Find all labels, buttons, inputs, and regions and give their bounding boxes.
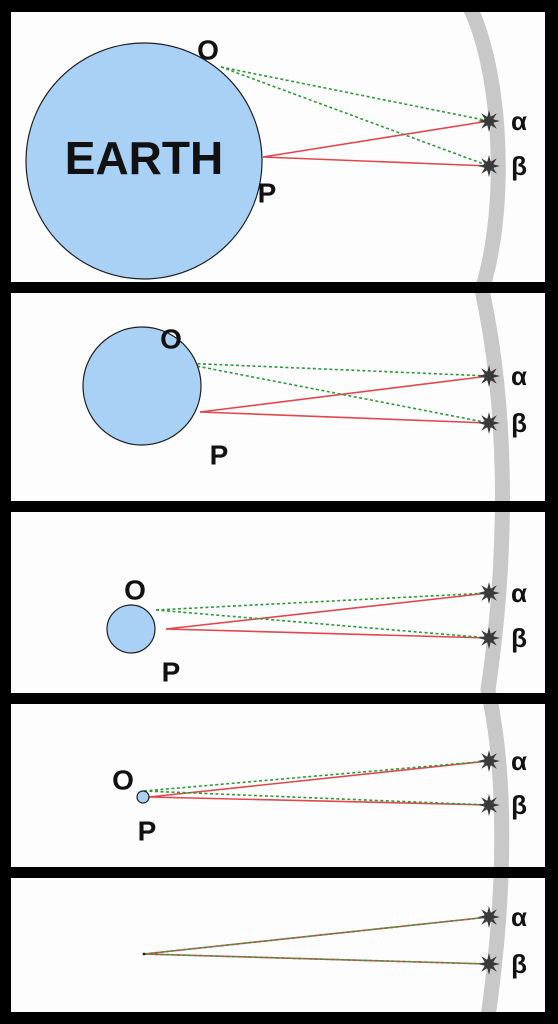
star-core	[484, 116, 494, 126]
star-core	[484, 588, 494, 598]
earth-label: EARTH	[65, 132, 223, 184]
sightline-P-to-beta	[199, 411, 490, 424]
star-alpha-label: α	[511, 578, 527, 608]
star-alpha-label: α	[511, 746, 527, 776]
star-alpha-label: α	[511, 106, 527, 136]
sightline-O-to-beta	[155, 609, 490, 639]
observer-P-label: P	[138, 815, 157, 846]
sightline-O-to-beta	[143, 953, 490, 965]
star-alpha-label: α	[511, 902, 527, 932]
earth-point	[142, 952, 146, 956]
sightline-P-to-beta	[148, 796, 490, 806]
sightline-O-to-beta	[180, 362, 490, 424]
star-beta-label: β	[511, 623, 527, 653]
star-core	[484, 959, 494, 969]
observer-O-label: O	[112, 764, 134, 795]
sightline-O-to-beta	[220, 66, 490, 167]
star-beta-label: β	[511, 408, 527, 438]
star-core	[484, 371, 494, 381]
sightline-P-to-alpha	[165, 592, 490, 630]
celestial-sphere-band	[480, 512, 510, 693]
star-core	[484, 800, 494, 810]
celestial-sphere-band	[483, 704, 510, 867]
sightline-P-to-alpha	[199, 375, 490, 413]
celestial-sphere-band	[463, 12, 506, 282]
sightline-O-to-alpha	[143, 760, 490, 792]
sightline-P-to-alpha	[148, 760, 490, 798]
earth-circle	[82, 326, 202, 446]
star-beta-label: β	[511, 790, 527, 820]
observer-O-label: O	[160, 323, 182, 354]
sightline-P-to-beta	[165, 628, 490, 639]
star-beta-label: β	[511, 151, 527, 181]
star-alpha-label: α	[511, 361, 527, 391]
earth-circle	[106, 604, 156, 654]
star-beta-label: β	[511, 949, 527, 979]
celestial-sphere-band	[474, 293, 510, 501]
panel-svg: O Pαβ	[106, 512, 527, 693]
observer-O-label: O	[124, 574, 146, 605]
sightline-O-to-alpha	[143, 916, 490, 955]
earth-circle	[25, 42, 263, 280]
panel-svg: EARTH O Pαβ	[25, 12, 527, 282]
star-core	[484, 161, 494, 171]
sightline-O-to-alpha	[180, 362, 490, 377]
panel-svg: O Pαβ	[82, 293, 527, 501]
star-core	[484, 418, 494, 428]
star-core	[484, 633, 494, 643]
observer-P-label: P	[210, 439, 229, 470]
sightline-O-to-alpha	[155, 592, 490, 611]
sightline-P-to-beta	[262, 156, 490, 167]
celestial-sphere-band	[481, 878, 509, 1012]
sightline-P-to-alpha	[262, 120, 490, 158]
star-core	[484, 756, 494, 766]
observer-P-label: P	[162, 656, 181, 687]
earth-circle	[136, 790, 150, 804]
panel-svg: αβ	[142, 878, 527, 1012]
sightline-O-to-beta	[143, 790, 490, 806]
observer-P-label: P	[258, 177, 277, 208]
sightline-O-to-alpha	[220, 66, 490, 122]
observer-O-label: O	[197, 34, 219, 65]
star-core	[484, 912, 494, 922]
